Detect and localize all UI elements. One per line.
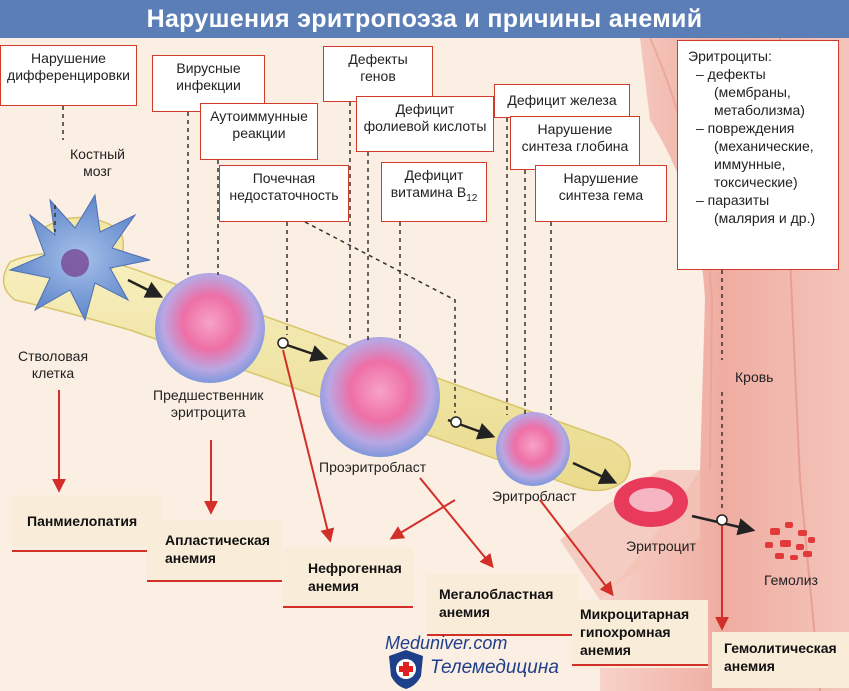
erythroblast-cell	[496, 412, 570, 486]
cause-box-b12-deficiency: Дефицит витамина B12	[381, 162, 487, 222]
result-aplastic-anemia: Апластическая анемия	[147, 520, 282, 582]
block-markers	[277, 337, 728, 526]
label-erythrocyte: Эритроцит	[626, 538, 696, 554]
result-microcytic-anemia: Микроцитарная гипохромная анемия	[572, 600, 708, 668]
result-arrows	[52, 349, 729, 631]
label-blood: Кровь	[735, 369, 774, 385]
label-hemolysis: Гемолиз	[764, 572, 818, 588]
hemolysis-fragments	[765, 522, 815, 560]
erythrocyte-causes-heading: Эритроциты:	[688, 48, 772, 64]
stem-cell	[8, 193, 151, 322]
cause-connectors	[54, 102, 723, 512]
medical-shield-icon	[389, 650, 423, 689]
label-proerythroblast: Проэритробласт	[319, 459, 427, 475]
erythrocyte-cell	[614, 477, 688, 527]
result-nephrogenic-anemia: Нефрогенная анемия	[283, 548, 413, 608]
precursor-cell	[155, 273, 265, 383]
watermark-subtitle: Телемедицина	[430, 657, 559, 678]
result-megaloblastic-anemia: Мегалобластная анемия	[427, 574, 579, 636]
result-panmyelopathy: Панмиелопатия	[12, 495, 162, 552]
cause-box-iron-deficiency: Дефицит железа	[494, 84, 630, 118]
erythrocyte-causes-box: Эритроциты: – дефекты (мембраны, метабол…	[677, 40, 839, 270]
label-erythroblast: Эритробласт	[492, 488, 577, 504]
watermark-site: Meduniver.com	[385, 633, 508, 653]
result-hemolytic-anemia: Гемолитическая анемия	[712, 632, 849, 688]
proerythroblast-cell	[320, 337, 440, 457]
page-title: Нарушения эритропоэза и причины анемий	[0, 0, 849, 38]
